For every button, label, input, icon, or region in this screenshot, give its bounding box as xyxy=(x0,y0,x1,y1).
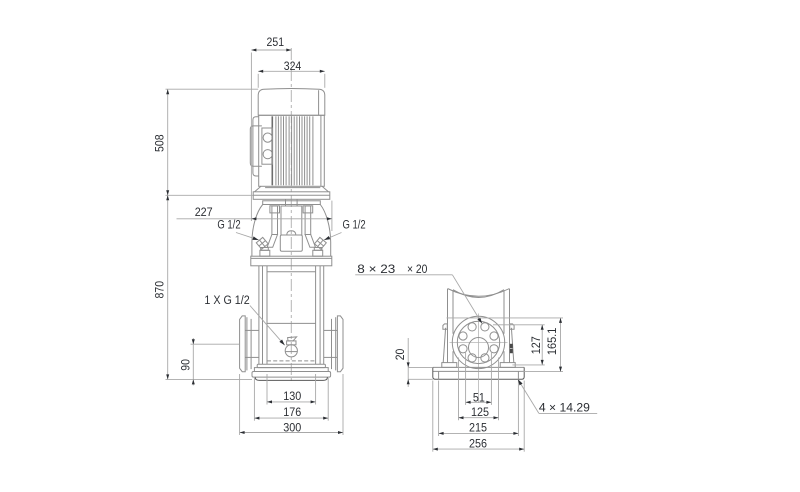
flange-face xyxy=(449,313,513,372)
gauge-plug-left xyxy=(255,236,269,250)
dim-125 xyxy=(458,357,499,421)
pump-sleeve xyxy=(258,265,325,365)
label-flange-holes-a: 8 × 23 xyxy=(357,262,395,276)
label-870: 870 xyxy=(152,281,166,299)
motor-body xyxy=(258,114,325,187)
dim-90 xyxy=(190,338,240,386)
port-flange-right xyxy=(323,315,344,373)
label-90: 90 xyxy=(178,359,192,371)
drain-plug xyxy=(284,336,298,358)
label-227: 227 xyxy=(195,205,213,219)
front-dimensions xyxy=(165,48,344,435)
label-215: 215 xyxy=(469,421,487,435)
flange-bolt-holes xyxy=(458,322,499,363)
dim-130 xyxy=(266,374,317,405)
leader-anchor-holes xyxy=(517,379,598,414)
dim-176 xyxy=(253,378,329,421)
dim-165-1 xyxy=(446,317,563,373)
label-256: 256 xyxy=(469,436,487,450)
flange-raised-face xyxy=(456,320,501,365)
label-g12-left: G 1/2 xyxy=(217,218,240,232)
dim-215 xyxy=(438,380,519,436)
dim-324 xyxy=(257,69,326,88)
side-flange-tab-left xyxy=(442,323,448,330)
leader-g12-left xyxy=(235,232,259,241)
flange-bore xyxy=(468,337,489,358)
label-508: 508 xyxy=(152,134,166,152)
dim-300 xyxy=(239,374,344,435)
label-165-1: 165.1 xyxy=(545,328,559,356)
side-view xyxy=(432,288,525,403)
label-20: 20 xyxy=(393,349,407,361)
port-flange-left xyxy=(239,315,259,373)
coupling-section xyxy=(251,199,332,257)
coupling-guard-left xyxy=(271,205,278,235)
nameplate xyxy=(509,343,513,349)
coupling-guard-right xyxy=(304,205,312,235)
dim-227 xyxy=(176,200,333,231)
label-g12-right: G 1/2 xyxy=(343,218,366,232)
dim-508 xyxy=(165,88,259,196)
leader-drain-plug xyxy=(249,305,286,346)
label-drain-plug: 1 X G 1/2 xyxy=(204,293,249,307)
terminal-box-hole-upper xyxy=(262,132,273,143)
label-flange-holes-b: × 20 xyxy=(407,262,427,276)
front-view xyxy=(239,48,344,381)
terminal-box xyxy=(249,116,273,177)
dim-51 xyxy=(465,351,492,405)
label-176: 176 xyxy=(283,405,301,419)
motor-fins xyxy=(275,116,314,186)
label-51: 51 xyxy=(473,390,485,404)
dim-870 xyxy=(165,195,252,380)
dim-256 xyxy=(432,380,525,452)
dim-127 xyxy=(493,324,545,366)
dimension-labels: 251 324 508 227 G 1/2 G 1/2 870 1 X G 1/… xyxy=(152,35,590,451)
label-125: 125 xyxy=(471,405,489,419)
label-300: 300 xyxy=(283,420,301,434)
leader-flange-holes xyxy=(355,274,483,324)
label-251: 251 xyxy=(267,35,285,49)
gauge-plug-right xyxy=(313,236,328,250)
pump-foot xyxy=(251,363,332,381)
motor-top-cap xyxy=(257,88,326,116)
flange-outer-circle xyxy=(451,315,506,370)
label-anchor-holes: 4 × 14.29 xyxy=(539,400,590,414)
label-324: 324 xyxy=(284,59,302,73)
leader-g12-right xyxy=(323,232,342,241)
side-dimensions xyxy=(355,274,598,452)
dim-251 xyxy=(250,48,292,221)
label-127: 127 xyxy=(529,336,543,354)
dim-20 xyxy=(406,338,433,387)
label-130: 130 xyxy=(283,389,301,403)
nameplate-2 xyxy=(509,348,513,354)
pump-head-flange xyxy=(250,247,333,267)
terminal-box-hole-lower xyxy=(262,149,273,160)
